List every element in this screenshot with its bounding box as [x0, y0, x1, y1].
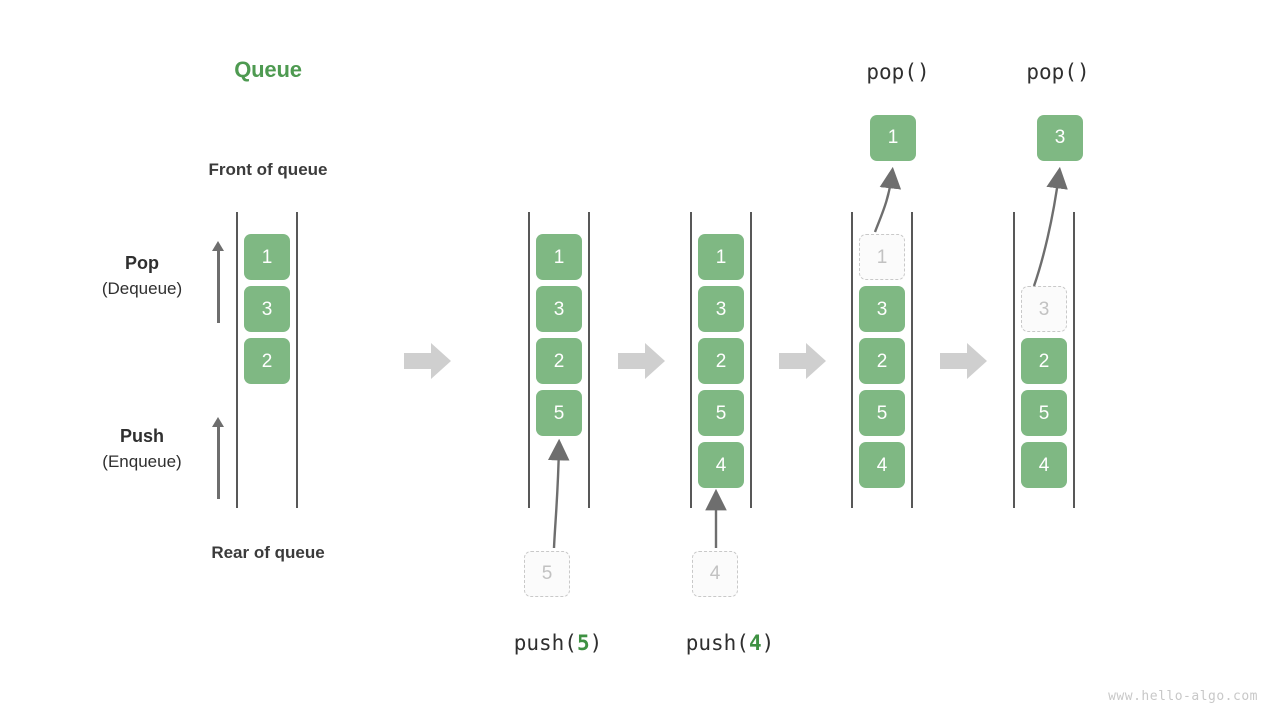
queue-cell: 5: [536, 390, 582, 436]
queue-cell: 1: [244, 234, 290, 280]
rail-right: [911, 212, 913, 508]
pop-direction-arrow-icon: [210, 241, 226, 323]
queue-cell: 5: [859, 390, 905, 436]
rail-right: [1073, 212, 1075, 508]
caption-prefix: push(: [513, 631, 577, 655]
queue-cell: 3: [698, 286, 744, 332]
push-4-motion-arrow-icon: [705, 488, 727, 549]
queue-cell: 3: [859, 286, 905, 332]
queue-cell: 1: [536, 234, 582, 280]
popped-value-1: 1: [870, 115, 916, 161]
queue-cell: 5: [698, 390, 744, 436]
caption-suffix: ): [761, 631, 775, 655]
queue-column-after-push-4: 1 3 2 5 4: [690, 212, 752, 508]
queue-cell: 4: [859, 442, 905, 488]
queue-cell-removed: 1: [859, 234, 905, 280]
queue-column-initial-queue: 1 3 2: [236, 212, 298, 508]
queue-cell: 4: [698, 442, 744, 488]
rail-left: [236, 212, 238, 508]
queue-cell: 1: [698, 234, 744, 280]
queue-cell-removed: 3: [1021, 286, 1067, 332]
rail-right: [296, 212, 298, 508]
queue-cell: 2: [244, 338, 290, 384]
step-arrow-icon: [940, 341, 988, 381]
pop-label-group: Pop (Dequeue): [57, 250, 227, 302]
dequeue-label: (Dequeue): [101, 279, 183, 298]
caption-value: 5: [576, 631, 590, 655]
rear-of-queue-label: Rear of queue: [211, 543, 325, 562]
rail-left: [690, 212, 692, 508]
rail-left: [851, 212, 853, 508]
queue-cell: 4: [1021, 442, 1067, 488]
queue-cell: 2: [859, 338, 905, 384]
enqueue-label: (Enqueue): [102, 452, 182, 471]
step-arrow-icon: [618, 341, 666, 381]
caption-push-4: push(4): [630, 631, 830, 655]
pop-label: Pop: [125, 253, 159, 273]
queue-column-after-push-5: 1 3 2 5: [528, 212, 590, 508]
queue-cell: 2: [698, 338, 744, 384]
caption-push-5: push(5): [458, 631, 658, 655]
caption-value: 4: [748, 631, 762, 655]
queue-cell: 2: [1021, 338, 1067, 384]
rail-right: [750, 212, 752, 508]
rail-left: [1013, 212, 1015, 508]
page-title: Queue: [234, 57, 302, 82]
caption-pop-2: pop(): [1026, 60, 1090, 84]
pop-3-motion-arrow-icon: [1032, 166, 1068, 287]
step-arrow-icon: [404, 341, 452, 381]
popped-value-3: 3: [1037, 115, 1083, 161]
caption-prefix: push(: [685, 631, 749, 655]
push-source-5: 5: [524, 551, 570, 597]
push-direction-arrow-icon: [210, 417, 226, 499]
push-source-4: 4: [692, 551, 738, 597]
queue-cell: 3: [536, 286, 582, 332]
queue-column-after-pop-1: 1 3 2 5 4: [851, 212, 913, 508]
queue-cell: 5: [1021, 390, 1067, 436]
queue-cell: 2: [536, 338, 582, 384]
queue-cell: 3: [244, 286, 290, 332]
watermark: www.hello-algo.com: [1108, 689, 1258, 704]
pop-1-motion-arrow-icon: [873, 166, 902, 233]
push-5-motion-arrow-icon: [547, 438, 570, 549]
rail-right: [588, 212, 590, 508]
caption-suffix: ): [589, 631, 603, 655]
caption-pop-1: pop(): [866, 60, 930, 84]
step-arrow-icon: [779, 341, 827, 381]
queue-column-after-pop-3: 3 2 5 4: [1013, 212, 1075, 508]
front-of-queue-label: Front of queue: [208, 160, 328, 179]
push-label-group: Push (Enqueue): [57, 423, 227, 475]
push-label: Push: [119, 426, 164, 446]
rail-left: [528, 212, 530, 508]
